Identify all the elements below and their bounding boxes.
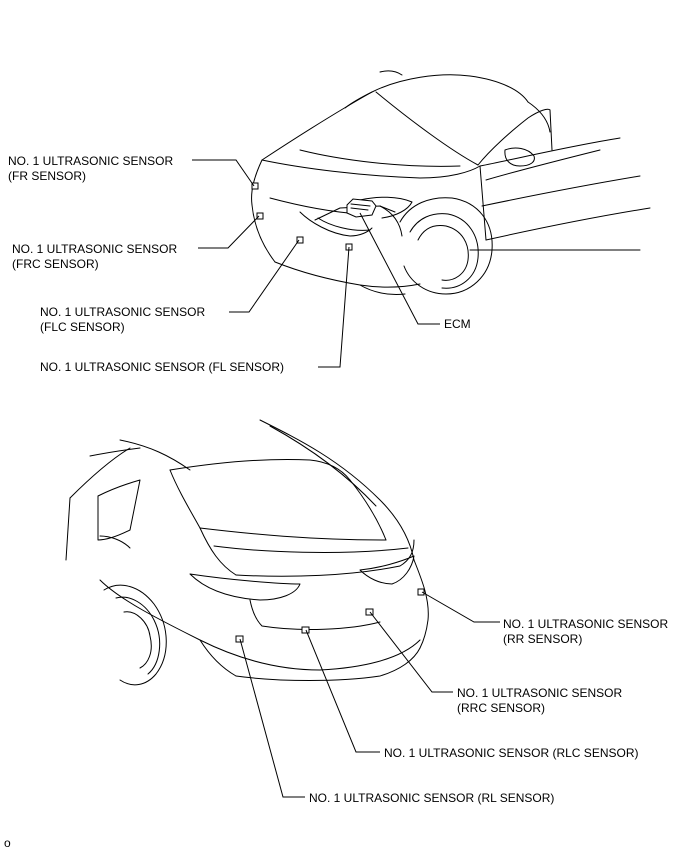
frc-sensor-label-line2: (FRC SENSOR) (12, 257, 99, 271)
frc-sensor-label: NO. 1 ULTRASONIC SENSOR (FRC SENSOR) (12, 242, 177, 272)
front-car-illustration (251, 70, 651, 295)
rl-sensor-label-line1: NO. 1 ULTRASONIC SENSOR (RL SENSOR) (309, 791, 555, 805)
rrc-sensor-icon (365, 608, 374, 616)
corner-mark: o (4, 836, 11, 850)
rr-sensor-label-line2: (RR SENSOR) (503, 632, 583, 646)
fr-leader-line (192, 159, 255, 187)
rlc-sensor-icon (301, 626, 310, 634)
flc-sensor-label-line1: NO. 1 ULTRASONIC SENSOR (40, 305, 206, 319)
fr-sensor-label-line1: NO. 1 ULTRASONIC SENSOR (8, 154, 174, 168)
rr-sensor-label: NO. 1 ULTRASONIC SENSOR (RR SENSOR) (503, 617, 668, 647)
frc-sensor-icon (256, 212, 264, 220)
fr-sensor-icon (251, 182, 259, 190)
rl-sensor-label: NO. 1 ULTRASONIC SENSOR (RL SENSOR) (309, 791, 554, 806)
rl-sensor-icon (235, 635, 244, 643)
rrc-leader-line (369, 611, 453, 693)
ecm-label-line1: ECM (444, 317, 471, 331)
rr-leader-line (421, 591, 500, 623)
ecm-leader-line (359, 212, 440, 325)
rl-leader-line (239, 638, 305, 798)
flc-leader-line (229, 239, 300, 313)
rear-leader-lines (239, 591, 500, 798)
fl-leader-line (318, 246, 350, 368)
flc-sensor-icon (296, 236, 304, 244)
fl-sensor-label: NO. 1 ULTRASONIC SENSOR (FL SENSOR) (40, 360, 284, 375)
rrc-sensor-label-line2: (RRC SENSOR) (457, 701, 546, 715)
rlc-sensor-label-line1: NO. 1 ULTRASONIC SENSOR (RLC SENSOR) (384, 746, 639, 760)
frc-leader-line (198, 215, 260, 249)
rlc-leader-line (305, 629, 380, 753)
flc-sensor-label: NO. 1 ULTRASONIC SENSOR (FLC SENSOR) (40, 305, 205, 335)
frc-sensor-label-line1: NO. 1 ULTRASONIC SENSOR (12, 242, 178, 256)
rrc-sensor-label: NO. 1 ULTRASONIC SENSOR (RRC SENSOR) (457, 686, 622, 716)
fr-sensor-label: NO. 1 ULTRASONIC SENSOR (FR SENSOR) (8, 154, 173, 184)
rrc-sensor-label-line1: NO. 1 ULTRASONIC SENSOR (457, 686, 623, 700)
front-leader-lines (192, 159, 440, 368)
rr-sensor-icon (417, 588, 425, 596)
fl-sensor-label-line1: NO. 1 ULTRASONIC SENSOR (FL SENSOR) (40, 360, 285, 374)
rear-car-illustration (65, 419, 429, 686)
flc-sensor-label-line2: (FLC SENSOR) (40, 320, 125, 334)
rlc-sensor-label: NO. 1 ULTRASONIC SENSOR (RLC SENSOR) (384, 746, 638, 761)
rr-sensor-label-line1: NO. 1 ULTRASONIC SENSOR (503, 617, 669, 631)
ecm-label: ECM (444, 317, 471, 332)
fr-sensor-label-line2: (FR SENSOR) (8, 169, 86, 183)
